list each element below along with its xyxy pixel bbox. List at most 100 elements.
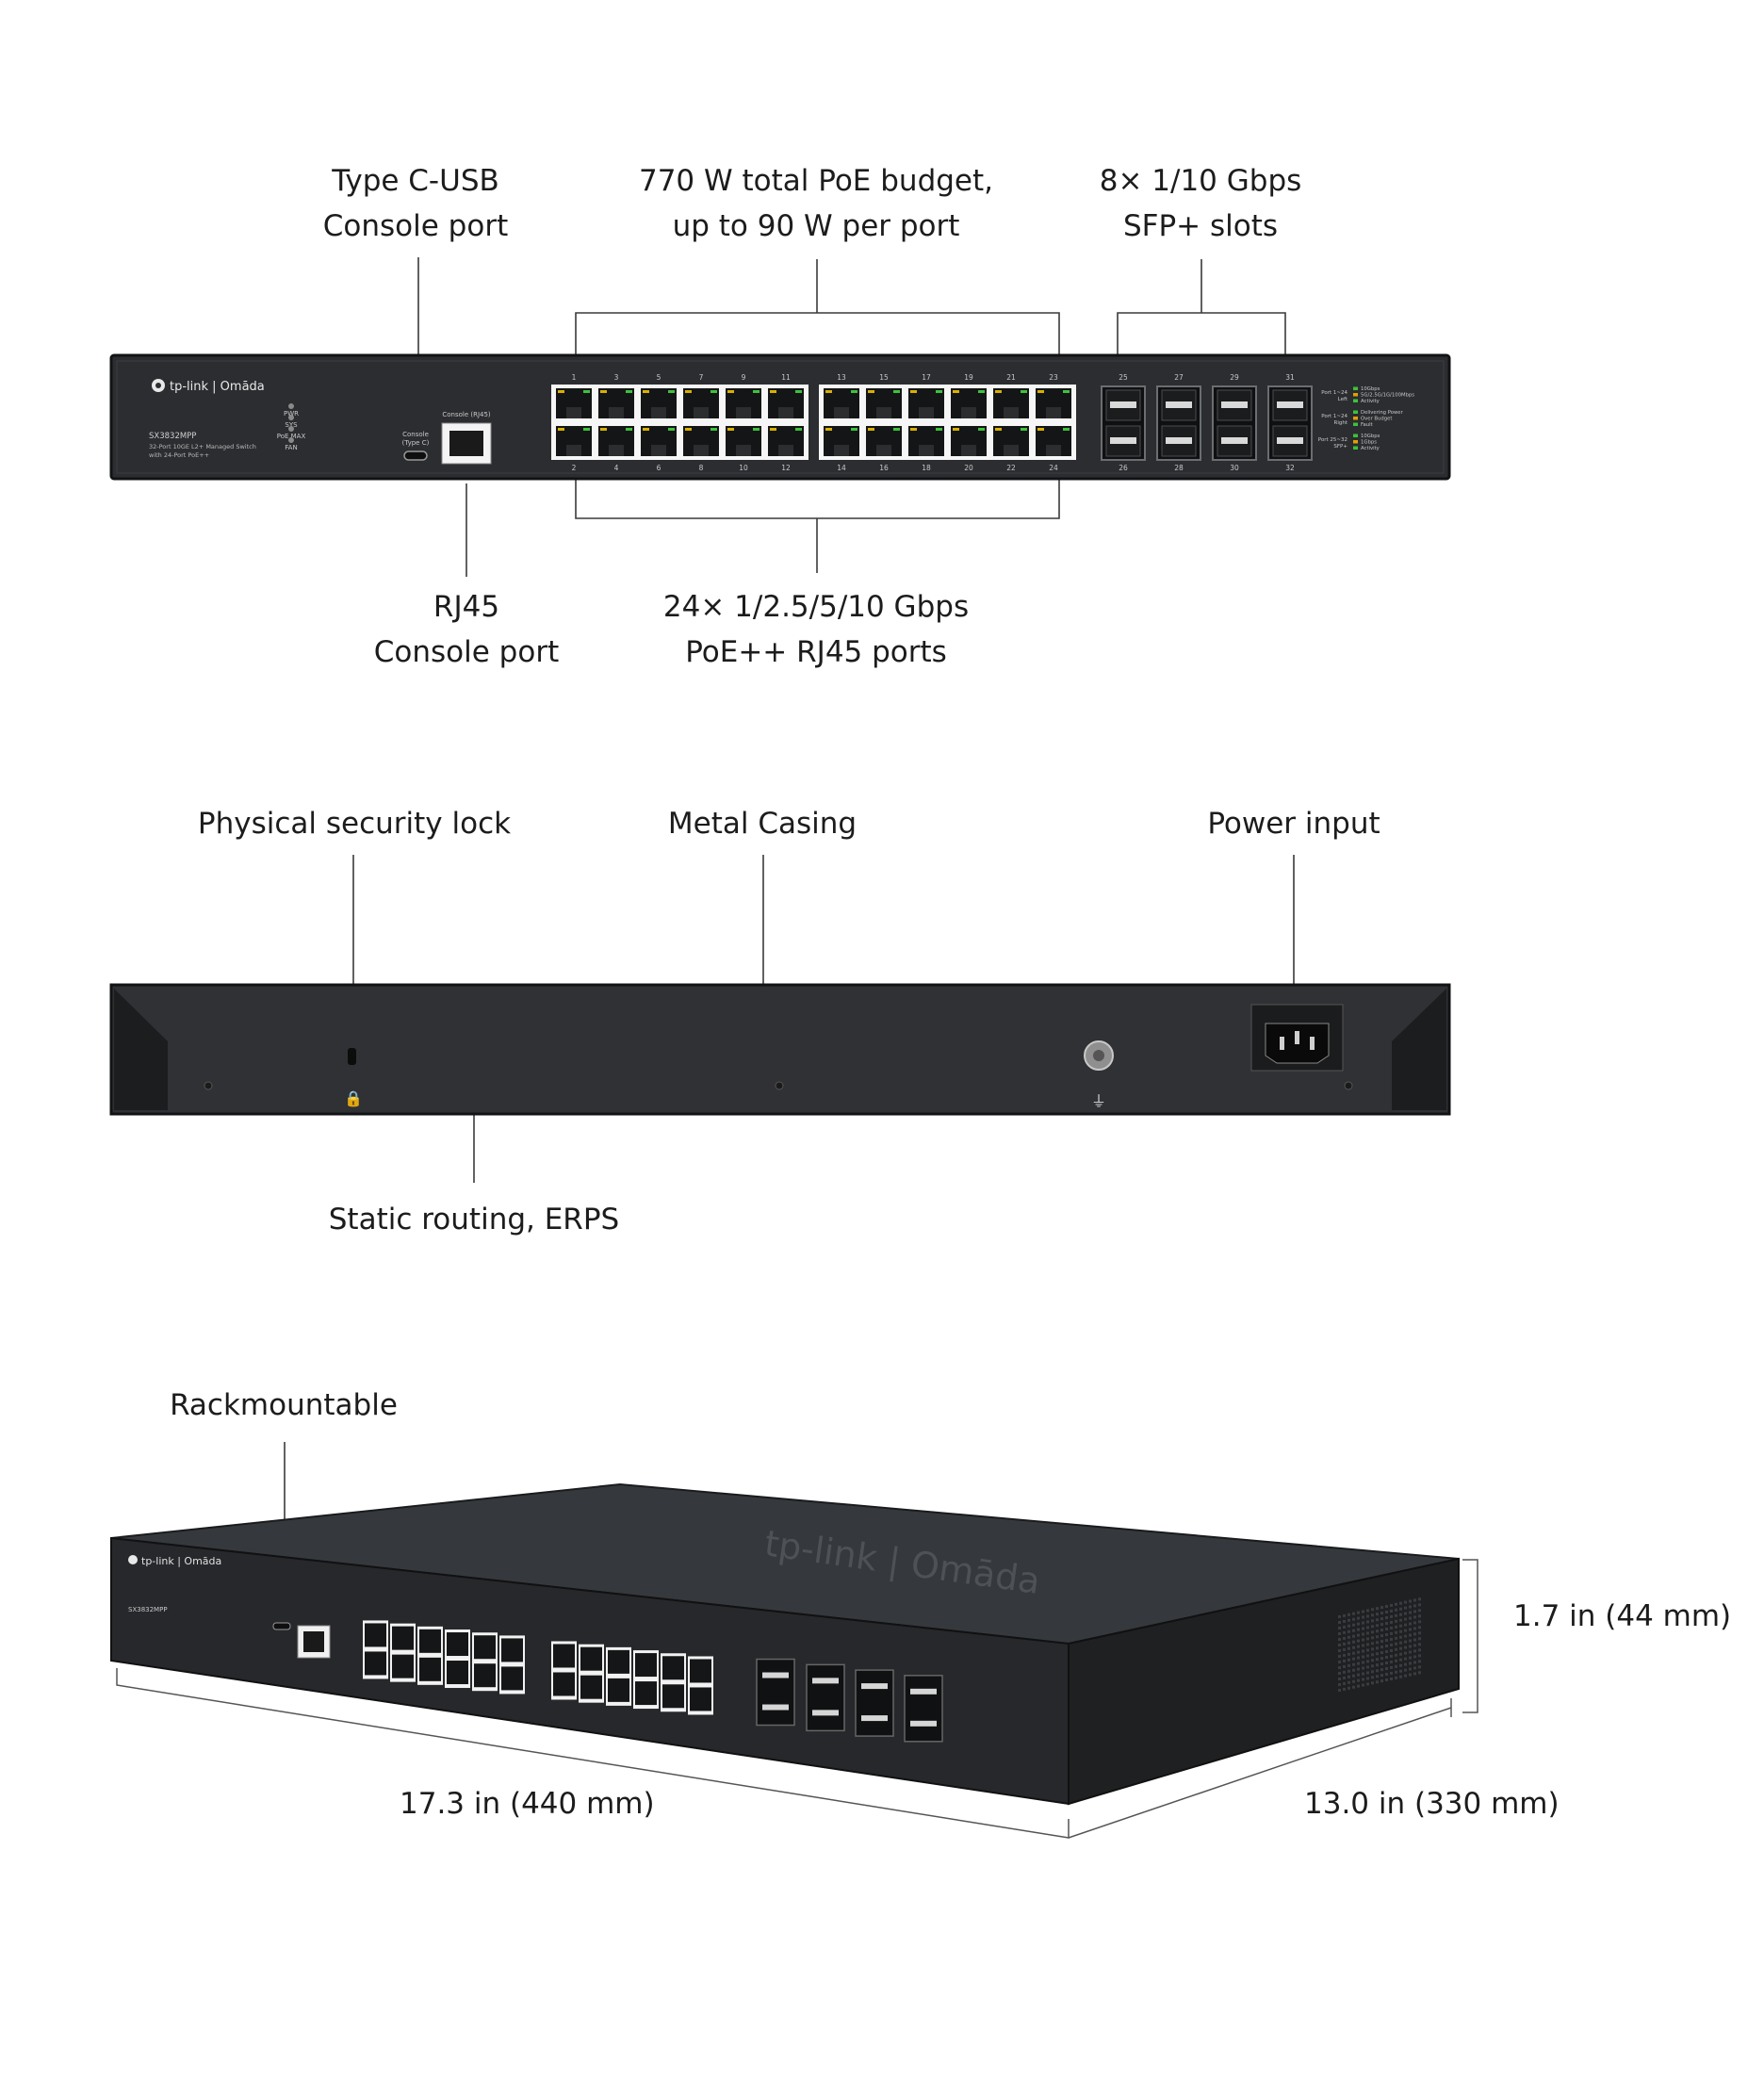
vent-hole: [1395, 1625, 1397, 1629]
vent-hole: [1357, 1645, 1360, 1648]
vent-hole: [1399, 1635, 1402, 1639]
vent-hole: [1338, 1649, 1341, 1652]
vent-hole: [1371, 1676, 1374, 1679]
vent-hole: [1366, 1609, 1369, 1613]
port-led-green: [795, 428, 802, 431]
vent-hole: [1357, 1628, 1360, 1631]
vent-hole: [1362, 1644, 1364, 1647]
rear-right-ear: [1392, 989, 1446, 1110]
perspective-rj45-port: [365, 1651, 386, 1676]
port-number-bottom: 12: [781, 464, 791, 472]
vent-hole: [1380, 1662, 1383, 1666]
vent-hole: [1366, 1665, 1369, 1669]
vent-hole: [1366, 1637, 1369, 1641]
vent-hole: [1413, 1666, 1416, 1670]
vent-hole: [1362, 1627, 1364, 1630]
vent-hole: [1399, 1613, 1402, 1616]
vent-hole: [1413, 1615, 1416, 1619]
led-label: SYS: [285, 421, 298, 429]
vent-hole: [1338, 1689, 1341, 1692]
legend-item: Fault: [1361, 422, 1373, 428]
vent-hole: [1404, 1634, 1407, 1638]
perspective-rj45-port: [662, 1656, 684, 1680]
sfp-latch: [1277, 401, 1303, 408]
vent-hole: [1409, 1633, 1412, 1637]
vent-hole: [1418, 1631, 1421, 1635]
vent-hole: [1404, 1668, 1407, 1672]
legend-item: Over Budget: [1361, 417, 1392, 422]
vent-hole: [1390, 1620, 1393, 1624]
port-led-green: [753, 390, 760, 393]
vent-hole: [1404, 1651, 1407, 1655]
vent-hole: [1343, 1670, 1346, 1674]
perspective-sfp-latch: [812, 1710, 839, 1716]
dimension-depth-label: 13.0 in (330 mm): [1304, 1787, 1560, 1821]
vent-hole: [1352, 1657, 1355, 1661]
port-number-bottom: 8: [699, 464, 704, 472]
port-led-amber: [825, 390, 832, 393]
rj45-port-latch: [1046, 407, 1061, 418]
port-number-top: 23: [1049, 373, 1058, 382]
vent-hole: [1357, 1650, 1360, 1654]
legend-group-label: Port 25~32: [1318, 437, 1348, 443]
vent-hole: [1366, 1620, 1369, 1624]
port-led-amber: [643, 428, 649, 431]
usb-c-console-port: [403, 450, 428, 461]
rj45-port-latch: [961, 407, 976, 418]
vent-hole: [1390, 1671, 1393, 1675]
perspective-sfp-latch: [762, 1704, 789, 1711]
port-led-amber: [685, 428, 692, 431]
perspective-sfp-slot: [855, 1669, 894, 1737]
perspective-rj45-port: [553, 1644, 575, 1668]
perspective-sfp-latch: [861, 1683, 888, 1690]
vent-hole: [1357, 1639, 1360, 1643]
vent-hole: [1371, 1653, 1374, 1657]
callout-static-routing: Static routing, ERPS: [328, 1203, 620, 1236]
vent-hole: [1390, 1677, 1393, 1680]
power-pin: [1280, 1037, 1284, 1050]
vent-hole: [1418, 1620, 1421, 1624]
vent-hole: [1385, 1639, 1388, 1642]
legend-swatch: [1353, 386, 1358, 390]
vent-hole: [1395, 1602, 1397, 1606]
vent-hole: [1399, 1601, 1402, 1605]
vent-hole: [1404, 1623, 1407, 1627]
vent-hole: [1385, 1622, 1388, 1625]
port-led-amber: [995, 428, 1002, 431]
perspective-sfp-latch: [812, 1678, 839, 1684]
front-logo: tp-link | Omāda: [152, 379, 265, 394]
vent-hole: [1390, 1603, 1393, 1607]
vent-hole: [1357, 1616, 1360, 1620]
power-pin: [1310, 1037, 1315, 1050]
rj45-port-latch: [1004, 445, 1019, 456]
vent-hole: [1348, 1675, 1350, 1678]
port-led-green: [936, 428, 942, 431]
vent-hole: [1348, 1635, 1350, 1639]
vent-hole: [1413, 1638, 1416, 1642]
vent-hole: [1357, 1622, 1360, 1626]
vent-hole: [1409, 1673, 1412, 1677]
vent-hole: [1404, 1612, 1407, 1615]
vent-hole: [1376, 1629, 1379, 1633]
vent-hole: [1385, 1662, 1388, 1664]
vent-hole: [1399, 1641, 1402, 1645]
port-number-bottom: 10: [739, 464, 748, 472]
vent-hole: [1376, 1663, 1379, 1667]
vent-hole: [1399, 1618, 1402, 1622]
rj45-port-latch: [609, 445, 624, 456]
vent-hole: [1376, 1613, 1379, 1616]
vent-hole: [1348, 1658, 1350, 1662]
port-led-green: [893, 428, 900, 431]
vent-hole: [1362, 1666, 1364, 1670]
vent-hole: [1399, 1607, 1402, 1611]
perspective-rj45-port: [690, 1659, 711, 1683]
callout-rj45-ports-line1: 24× 1/2.5/5/10 Gbps: [662, 590, 970, 624]
vent-hole: [1380, 1617, 1383, 1621]
vent-hole: [1362, 1632, 1364, 1636]
port-led-amber: [825, 428, 832, 431]
vent-hole: [1409, 1639, 1412, 1643]
port-led-green: [668, 428, 675, 431]
lock-icon: 🔒: [344, 1089, 363, 1107]
vent-hole: [1390, 1631, 1393, 1635]
